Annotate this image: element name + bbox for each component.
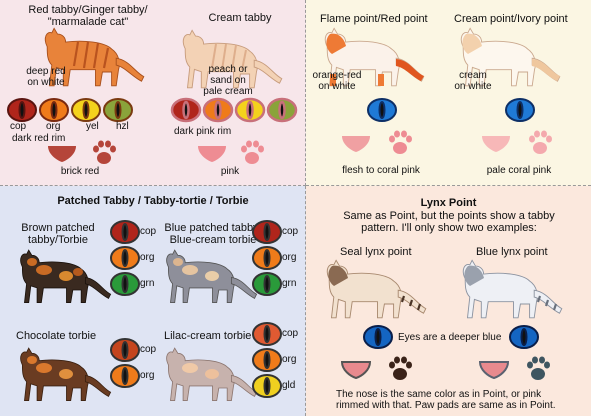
cream-fur-label: peach or sand on pale cream [203, 64, 253, 97]
coral-nose-icon [342, 136, 370, 152]
blue-torbie-eyes [252, 220, 282, 296]
cream-nose-label: pale coral pink [486, 165, 552, 176]
pink-paw-icon [241, 140, 264, 164]
brown-torbie-eyes [110, 220, 140, 296]
blue-lynx-cat [462, 259, 563, 319]
copper-eye-icon [7, 98, 37, 122]
flame-point-label: orange-red on white [312, 70, 362, 92]
seal-nose-paw [341, 356, 412, 380]
pink-label: pink [220, 166, 240, 177]
lilac-eye-label-gld: gld [282, 380, 296, 391]
panel-lynx-point: Lynx Point Same as Point, but the points… [306, 186, 591, 416]
pink-rim-label: dark pink rim [174, 126, 232, 137]
blue-torbie-cat [166, 249, 258, 304]
seal-lynx-title: Seal lynx point [340, 246, 412, 258]
pink-nose-icon [198, 146, 226, 162]
lilac-eye-label-org: org [282, 354, 297, 365]
chocolate-torbie-title: Chocolate torbie [16, 330, 97, 342]
blue-eye-label-org: org [282, 252, 297, 263]
orange-eye-icon [39, 98, 69, 122]
torbie-title: Patched Tabby / Tabby-tortie / Torbie [57, 195, 249, 207]
red-tabby-title: Red tabby/Ginger tabby/ "marmalade cat" [28, 4, 148, 28]
brown-eye-label-org: org [140, 252, 155, 263]
seal-nose-icon [341, 361, 371, 379]
brick-red-nose-icon [48, 146, 76, 162]
blue-nose-paw [479, 356, 550, 380]
yellow-eye-icon [71, 98, 101, 122]
panel-red-cream-tabby: Red tabby/Ginger tabby/ "marmalade cat" … [0, 0, 306, 186]
eye-label-org: org [46, 121, 61, 132]
brown-eye-label-grn: grn [140, 278, 155, 289]
chocolate-torbie-eyes [110, 338, 140, 388]
chocolate-torbie-cat [20, 347, 112, 402]
cream-tabby-title: Cream tabby [208, 12, 272, 24]
pale-coral-nose-icon [482, 136, 510, 152]
brown-eye-label-cop: cop [140, 226, 157, 237]
brick-red-paw-icon [93, 140, 116, 164]
seal-lynx-cat [326, 259, 427, 319]
flame-nose-paw [342, 130, 412, 154]
cream-point-title: Cream point/Ivory point [454, 13, 568, 25]
blue-lynx-title: Blue lynx point [476, 246, 548, 258]
blue-torbie-title: Blue patched tabby/ Blue-cream torbie [164, 222, 262, 246]
cream-tabby-eyes [170, 97, 298, 123]
flame-nose-label: flesh to coral pink [342, 165, 420, 176]
deep-blue-eye-icon-1 [363, 325, 393, 349]
lilac-torbie-cat [166, 347, 258, 402]
red-fur-label: deep red on white [26, 66, 66, 88]
red-rim-label: dark red rim [12, 133, 66, 144]
choc-eye-label-cop: cop [140, 344, 157, 355]
flame-blue-eye-icon [367, 98, 397, 122]
lilac-torbie-eyes [252, 322, 282, 398]
flame-point-cat [324, 27, 425, 87]
hazel-eye-icon [103, 98, 133, 122]
cream-point-label: cream on white [454, 70, 492, 92]
brown-torbie-title: Brown patched tabby/Torbie [21, 222, 95, 246]
cream-nose-paw [482, 130, 552, 154]
panel-point-colors: Flame point/Red point Cream point/Ivory … [306, 0, 591, 186]
brown-torbie-cat [20, 249, 112, 304]
cream-point-cat [460, 27, 561, 87]
flame-point-title: Flame point/Red point [320, 13, 428, 25]
eye-label-hzl: hzl [116, 121, 129, 132]
nose-note: The nose is the same color as in Point, … [336, 389, 556, 411]
lilac-torbie-title: Lilac-cream torbie [164, 330, 252, 342]
blue-eye-label-grn: grn [282, 278, 297, 289]
red-tabby-cat [44, 27, 145, 87]
cream-tabby-cat [182, 29, 283, 89]
panel-torbie: Patched Tabby / Tabby-tortie / Torbie Br… [0, 186, 306, 416]
brick-red-label: brick red [60, 166, 100, 177]
seal-paw-icon [389, 356, 412, 380]
lilac-eye-label-cop: cop [282, 328, 299, 339]
deep-blue-eye-icon-2 [509, 325, 539, 349]
choc-eye-label-org: org [140, 370, 155, 381]
blue-nose-icon [479, 361, 509, 379]
lynx-point-title: Lynx Point [420, 197, 477, 209]
eye-note: Eyes are a deeper blue [398, 332, 502, 343]
lynx-point-description: Same as Point, but the points show a tab… [343, 210, 555, 234]
coral-paw-icon [389, 130, 412, 154]
blue-paw-icon [527, 356, 550, 380]
cream-blue-eye-icon [505, 98, 535, 122]
blue-eye-label-cop: cop [282, 226, 299, 237]
eye-label-yel: yel [86, 121, 99, 132]
pale-coral-paw-icon [529, 130, 552, 154]
eye-label-cop: cop [10, 121, 27, 132]
